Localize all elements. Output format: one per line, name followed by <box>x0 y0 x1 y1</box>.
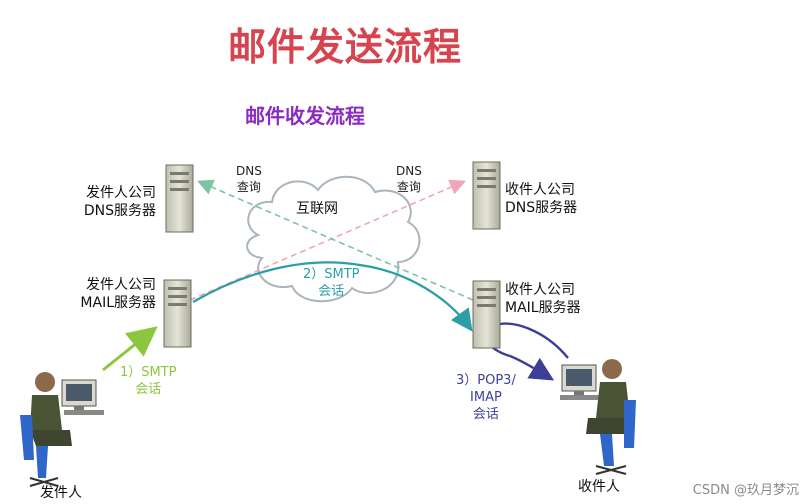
receiver-dns-server-label-line1: 收件人公司 <box>505 182 575 198</box>
smtp-session-1-line1: 1）SMTP <box>120 365 177 380</box>
pop3-imap-session-line2: IMAP <box>470 390 502 405</box>
dns-query-left-line1: DNS <box>236 164 262 178</box>
dns-query-label-left: DNS 查询 <box>236 163 262 195</box>
receiver-dns-server-label: 收件人公司 DNS服务器 <box>505 181 577 217</box>
receiver-label: 收件人 <box>578 479 620 495</box>
sender-mail-server-label: 发件人公司 MAIL服务器 <box>58 276 156 312</box>
sender-dns-server-icon <box>165 164 194 233</box>
smtp-session-2-line1: 2）SMTP <box>303 267 360 282</box>
smtp-session-2-label: 2）SMTP 会话 <box>303 266 360 300</box>
page-title: 邮件发送流程 <box>227 25 462 69</box>
internet-label: 互联网 <box>296 201 338 217</box>
pop3-imap-session-line1: 3）POP3/ <box>456 373 516 388</box>
receiver-dns-server-label-line2: DNS服务器 <box>505 200 578 216</box>
receiver-person-icon <box>560 359 636 475</box>
smtp-session-2-arrow <box>192 261 473 332</box>
receiver-mail-server-label-line1: 收件人公司 <box>505 282 575 298</box>
smtp-session-1-label: 1）SMTP 会话 <box>120 364 177 398</box>
receiver-dns-server-icon <box>472 161 501 230</box>
sender-label: 发件人 <box>40 485 82 501</box>
dns-query-label-right: DNS 查询 <box>396 163 422 195</box>
dns-query-right-line1: DNS <box>396 164 422 178</box>
sender-dns-server-label: 发件人公司 DNS服务器 <box>66 184 156 220</box>
pop3-imap-session-line3: 会话 <box>472 407 499 422</box>
dns-query-left-line2: 查询 <box>236 180 261 194</box>
sender-mail-server-label-line2: MAIL服务器 <box>80 295 156 311</box>
receiver-mail-server-icon <box>472 280 501 349</box>
sender-mail-server-icon <box>163 279 192 348</box>
watermark: CSDN @玖月梦沉 <box>692 483 799 498</box>
receiver-mail-server-label: 收件人公司 MAIL服务器 <box>505 281 581 317</box>
dns-query-right-line2: 查询 <box>396 180 421 194</box>
sender-dns-server-label-line2: DNS服务器 <box>83 203 156 219</box>
smtp-session-1-arrow <box>102 326 158 372</box>
smtp-session-2-line2: 会话 <box>318 284 345 299</box>
diagram-subtitle: 邮件收发流程 <box>245 104 365 128</box>
pop3-imap-session-label: 3）POP3/ IMAP 会话 <box>456 372 516 423</box>
sender-person-icon <box>20 372 104 487</box>
smtp-session-1-line2: 会话 <box>135 382 162 397</box>
receiver-mail-server-label-line2: MAIL服务器 <box>505 300 581 316</box>
sender-dns-server-label-line1: 发件人公司 <box>86 185 156 201</box>
sender-mail-server-label-line1: 发件人公司 <box>86 277 156 293</box>
